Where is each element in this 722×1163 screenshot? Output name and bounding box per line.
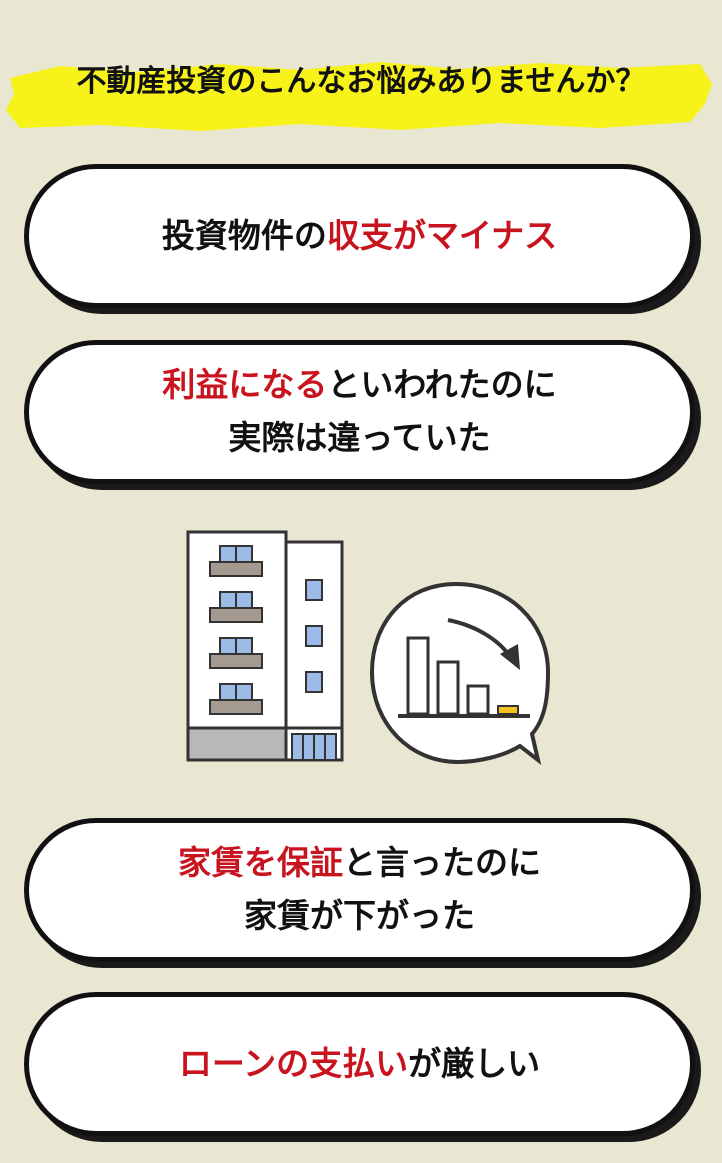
concern-card-3: 家賃を保証と言ったのに 家賃が下がった (24, 818, 695, 962)
card-3-line-1: 家賃を保証と言ったのに (178, 837, 541, 890)
card-3-text-b: と言ったのに (343, 843, 541, 883)
down-arrow-icon (447, 618, 520, 670)
card-1-text-b: 収支がマイナス (326, 215, 558, 255)
illustration (186, 530, 556, 796)
card-2-line-2: 実際は違っていた (228, 412, 490, 465)
card-2-line-1: 利益になるといわれたのに (162, 359, 556, 412)
card-4-line-1: ローンの支払いが厳しい (179, 1038, 540, 1091)
yellow-highlight (6, 62, 712, 131)
card-3-text-c: 家賃が下がった (244, 896, 475, 935)
card-2-text-b: といわれたのに (327, 365, 557, 405)
concern-card-4: ローンの支払いが厳しい (24, 992, 695, 1136)
card-1-line-1: 投資物件の収支がマイナス (162, 210, 557, 263)
card-3-text-a: 家賃を保証 (178, 843, 343, 883)
card-2-text-a: 利益になる (162, 365, 328, 405)
card-3-line-2: 家賃が下がった (244, 890, 475, 943)
card-4-text-b: が厳しい (408, 1043, 541, 1083)
speech-bubble-icon (369, 581, 551, 766)
declining-chart-icon (398, 636, 530, 718)
card-1-text-a: 投資物件の (161, 215, 327, 255)
page-title: 不動産投資のこんなお悩みありませんか？ (76, 64, 646, 99)
concern-card-1: 投資物件の収支がマイナス (24, 164, 695, 308)
heading-banner: 不動産投資のこんなお悩みありませんか？ (0, 44, 722, 132)
building-icon (186, 530, 344, 762)
card-2-text-c: 実際は違っていた (228, 418, 491, 457)
card-4-text-a: ローンの支払い (178, 1043, 409, 1083)
concern-card-2: 利益になるといわれたのに 実際は違っていた (24, 340, 695, 484)
